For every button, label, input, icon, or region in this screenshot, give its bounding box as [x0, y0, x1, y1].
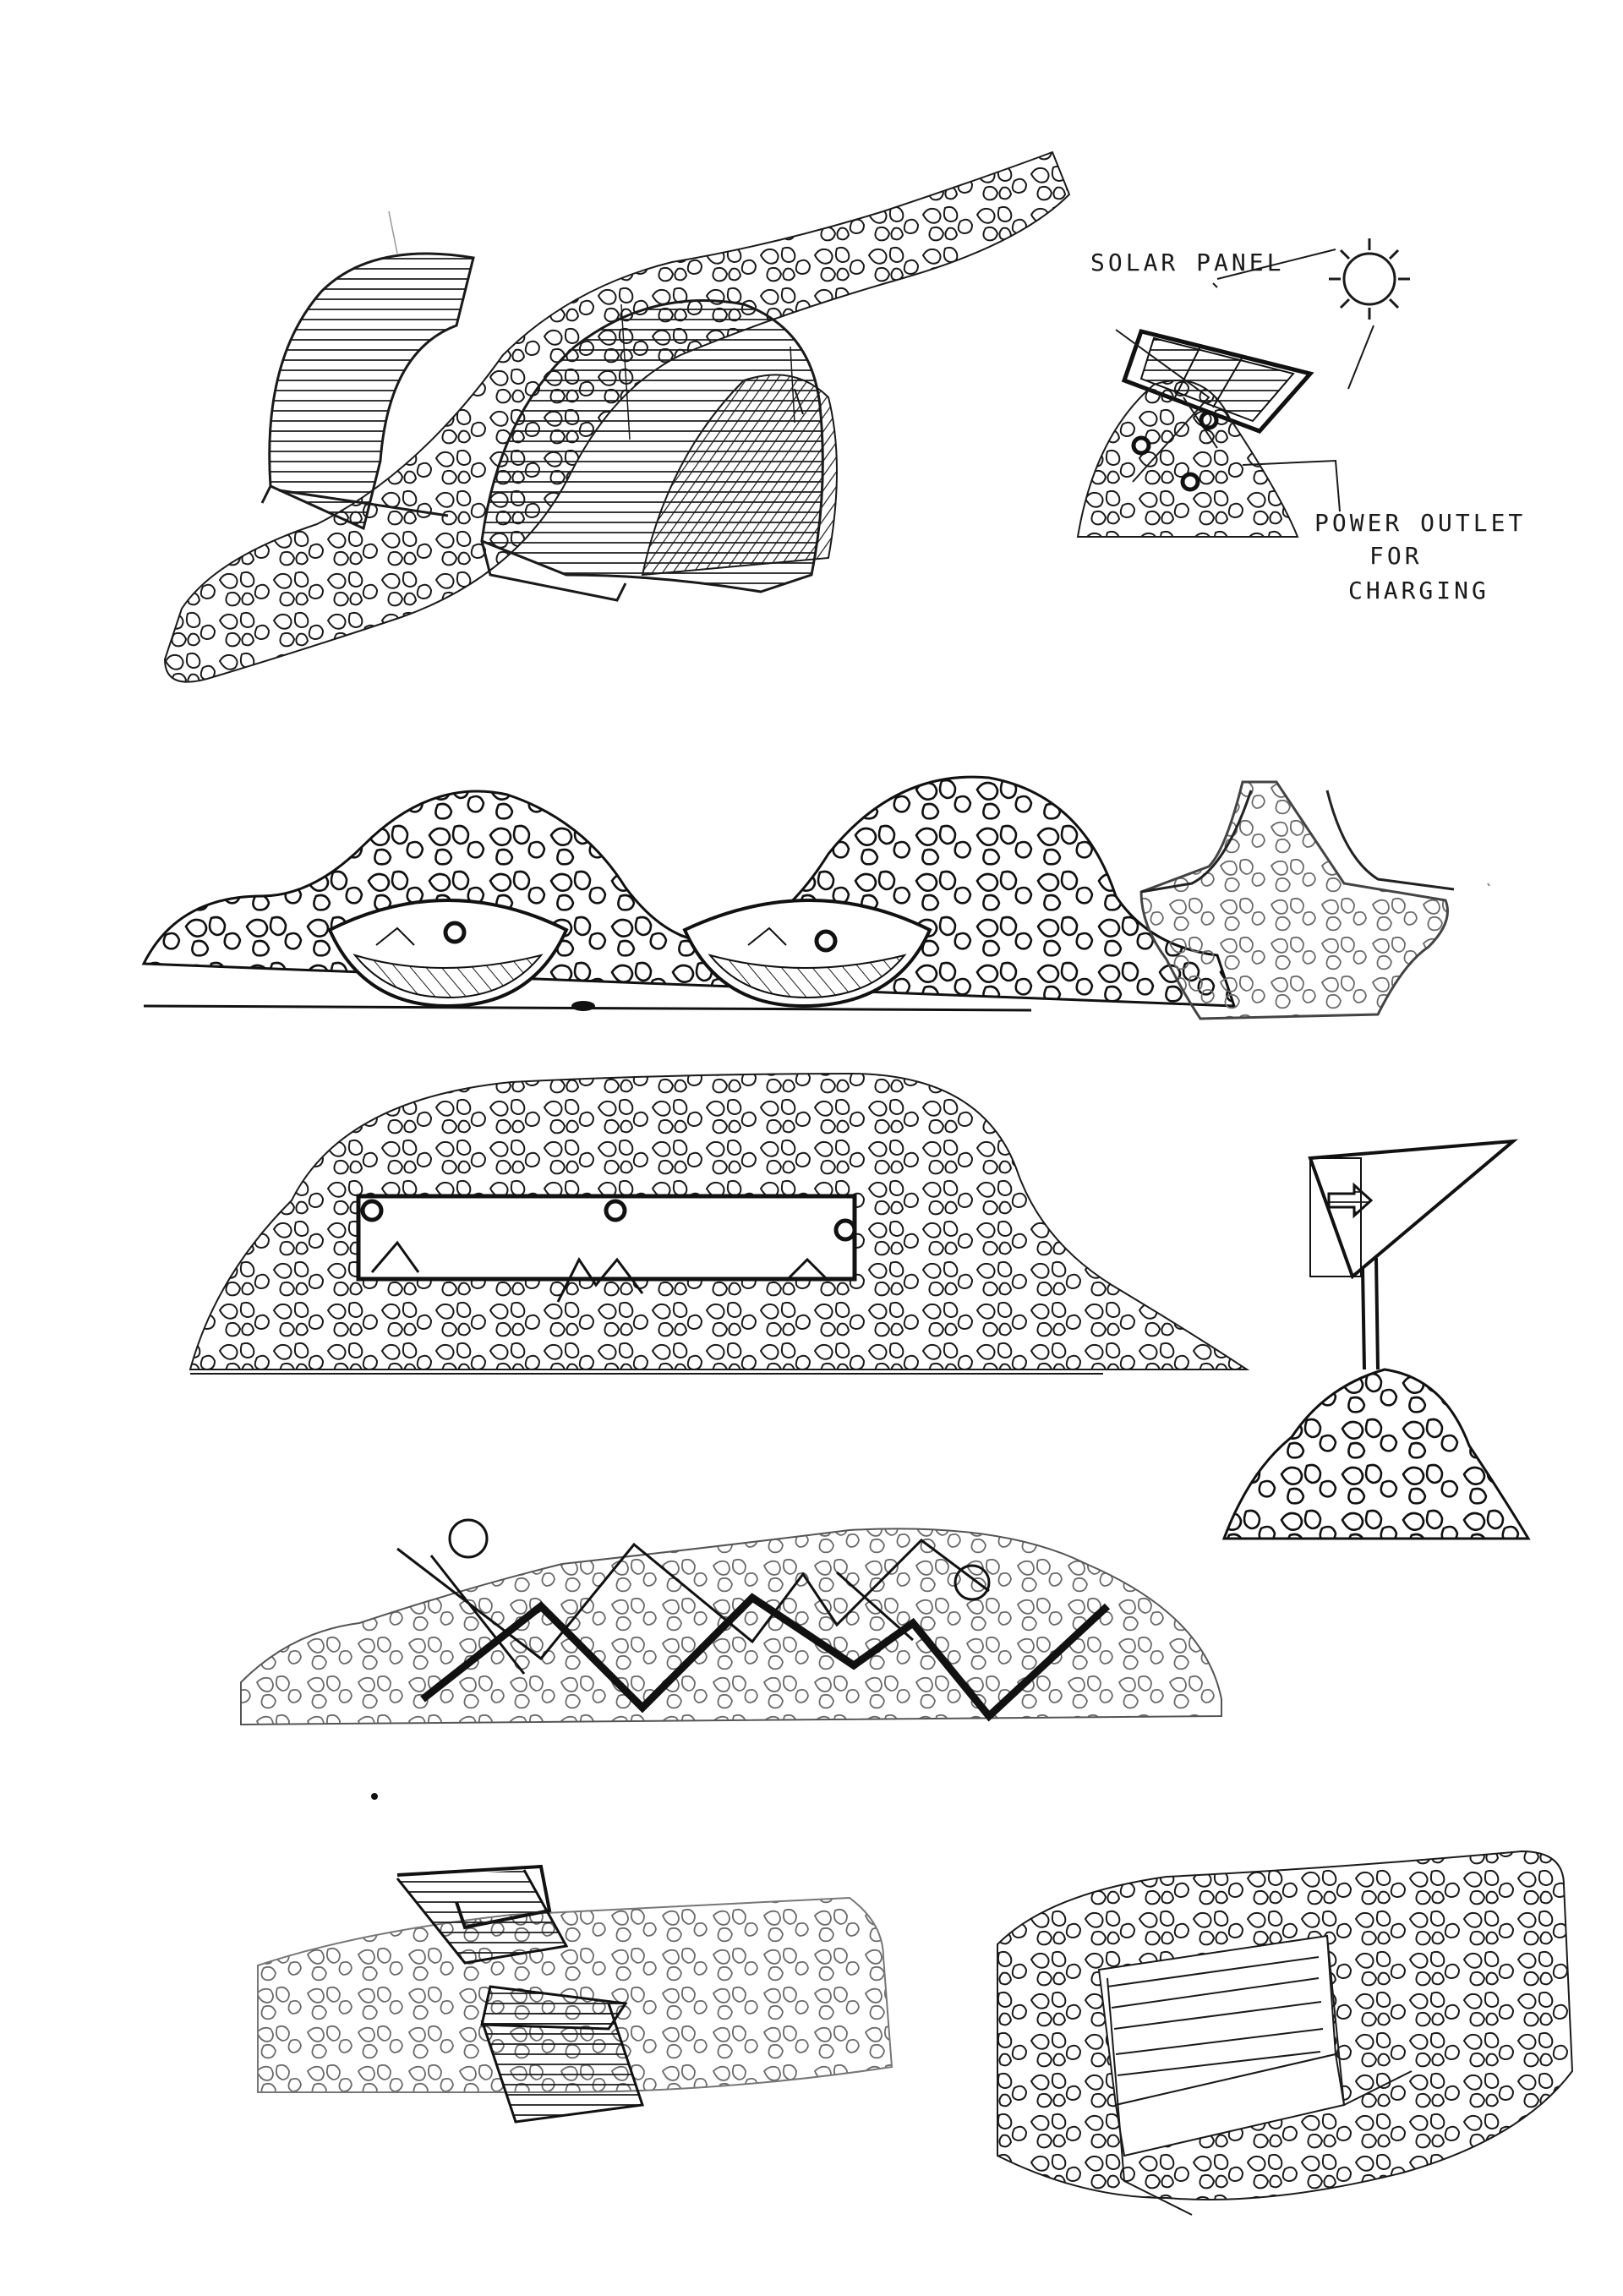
- sketch-mound-window: [189, 1072, 1250, 1375]
- sketch-bench-block: [997, 1850, 1574, 2216]
- sketch-wave-mounds: [141, 775, 1237, 1012]
- label-charging: CHARGING: [1348, 577, 1489, 604]
- label-power-outlet: POWER OUTLET: [1314, 509, 1526, 537]
- sketch-sign-post: [1221, 1139, 1531, 1540]
- sketch-basin: [1139, 780, 1490, 1020]
- sun-icon: [1329, 238, 1410, 320]
- label-for: FOR: [1369, 542, 1423, 570]
- sketch-solar-charging-mound: SOLAR PANEL: [1076, 238, 1526, 604]
- sketch-lounger: [257, 1793, 893, 2124]
- sketch-arch-tunnel: [163, 150, 1071, 683]
- label-solar-panel: SOLAR PANEL: [1090, 249, 1284, 276]
- arrow-right-icon: [1327, 1182, 1374, 1219]
- sketch-zigzag-mound: [240, 1518, 1222, 1726]
